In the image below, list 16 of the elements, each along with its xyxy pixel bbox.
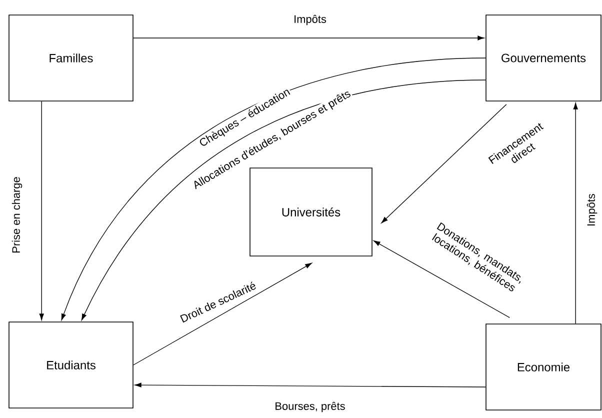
edge-label: Bourses, prêts bbox=[274, 400, 346, 414]
arrow bbox=[573, 102, 578, 324]
arrow bbox=[381, 104, 507, 224]
arrow bbox=[133, 262, 312, 366]
edge-label: Prise en charge bbox=[10, 176, 24, 254]
box: Etudiants bbox=[8, 322, 134, 408]
arrow bbox=[374, 240, 510, 318]
edge-label: Impôts bbox=[292, 14, 328, 26]
box: Familles bbox=[8, 14, 134, 102]
edge-label: Impôts bbox=[586, 192, 598, 228]
box: Economie bbox=[486, 324, 602, 410]
arrow bbox=[133, 36, 484, 40]
arrow bbox=[39, 101, 44, 320]
arrow bbox=[134, 382, 486, 388]
box: Universités bbox=[250, 168, 372, 256]
box: Gouvernements bbox=[486, 14, 602, 102]
